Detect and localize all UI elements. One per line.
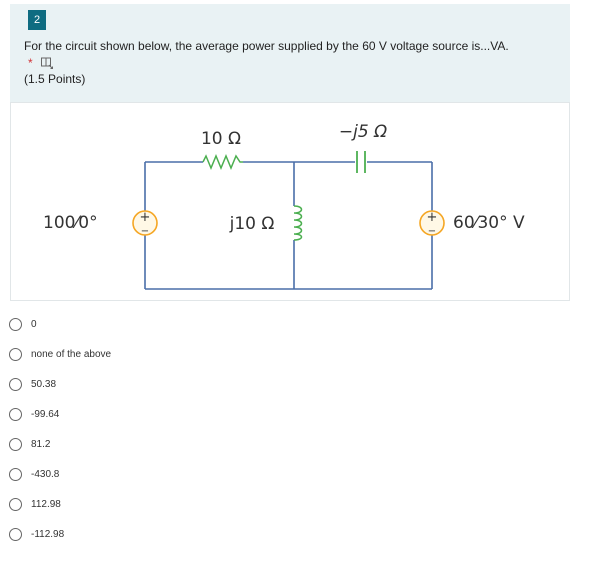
option-label: 0 [31, 318, 37, 330]
radio-button[interactable] [9, 527, 22, 541]
plus-sign-left: + [140, 210, 151, 225]
plus-sign-right: + [427, 210, 438, 225]
inductor-symbol [293, 205, 303, 241]
voltage-source-left: + − [132, 210, 158, 237]
option-label: none of the above [31, 348, 112, 360]
circuit-image: + − + − 10 Ω −j5 Ω j10 Ω 100⁄0° 60⁄30° V [10, 102, 570, 301]
option-radio[interactable]: none of the above [9, 345, 111, 363]
resistor-symbol [202, 154, 243, 170]
question-number: 2 [28, 10, 46, 30]
radio-button[interactable] [9, 407, 22, 421]
radio-button[interactable] [9, 347, 22, 361]
option-label: -430.8 [31, 468, 60, 480]
option-label: 112.98 [31, 498, 61, 510]
radio-button[interactable] [9, 437, 22, 451]
radio-button[interactable] [9, 377, 22, 391]
question-card: 2 For the circuit shown below, the avera… [10, 4, 570, 102]
option-label: 50.38 [31, 378, 57, 390]
capacitor-symbol [356, 151, 366, 173]
option-radio[interactable]: 50.38 [9, 375, 56, 393]
voltage-source-right: + − [419, 210, 445, 237]
option-label: -112.98 [31, 528, 65, 540]
source-right-label: 60⁄30° V [453, 213, 525, 233]
source-left-label: 100⁄0° [43, 213, 98, 233]
minus-sign-right: − [428, 226, 436, 237]
option-label: -99.64 [31, 408, 60, 420]
resistor-label: 10 Ω [201, 129, 241, 149]
radio-button[interactable] [9, 317, 22, 331]
option-radio[interactable]: 0 [9, 315, 37, 333]
option-radio[interactable]: -430.8 [9, 465, 59, 483]
radio-button[interactable] [9, 497, 22, 511]
option-radio[interactable]: 112.98 [9, 495, 61, 513]
capacitor-label: −j5 Ω [339, 122, 387, 142]
inductor-label: j10 Ω [229, 214, 275, 234]
minus-sign-left: − [141, 226, 149, 237]
option-radio[interactable]: -99.64 [9, 405, 59, 423]
option-radio[interactable]: -112.98 [9, 525, 64, 543]
radio-button[interactable] [9, 467, 22, 481]
immersive-reader-icon[interactable] [40, 56, 54, 70]
circuit-wires [144, 161, 433, 290]
required-marker: * [28, 56, 33, 70]
question-text: For the circuit shown below, the average… [24, 39, 509, 53]
circuit-diagram: + − + − 10 Ω −j5 Ω j10 Ω 100⁄0° 60⁄30° V [43, 122, 525, 290]
question-points: (1.5 Points) [24, 72, 86, 86]
option-radio[interactable]: 81.2 [9, 435, 50, 453]
option-label: 81.2 [31, 438, 51, 450]
